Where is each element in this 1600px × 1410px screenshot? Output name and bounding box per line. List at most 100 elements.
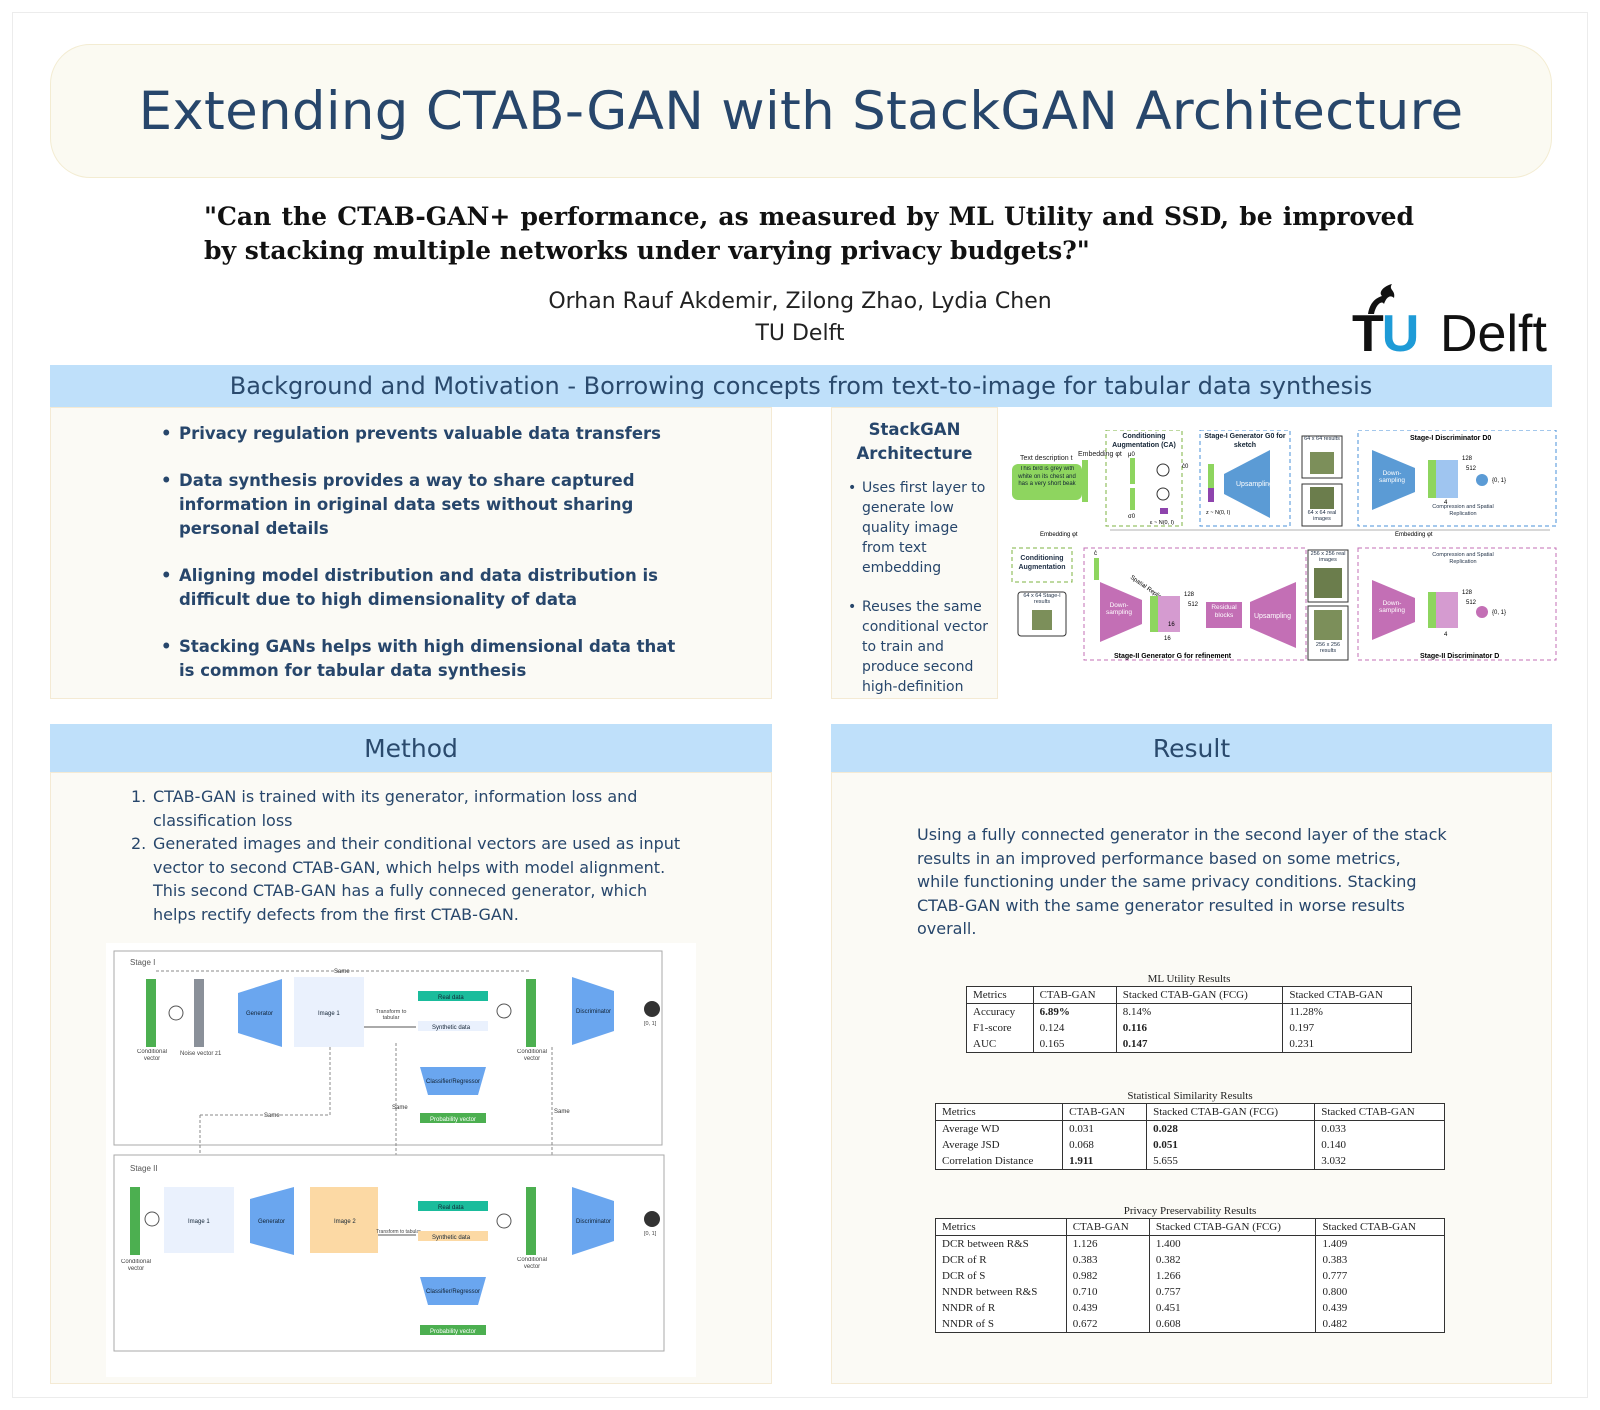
mfig-image1-box-2	[164, 1187, 234, 1253]
fig-residual: Residual blocks	[1211, 604, 1237, 619]
mfig-prob-1	[420, 1113, 486, 1123]
mfig-generator-2-label: Generator	[258, 1219, 285, 1225]
fig-text-desc: This bird is grey with white on its ches…	[1018, 466, 1076, 487]
background-panel: Privacy regulation prevents valuable dat…	[50, 407, 772, 699]
fig-bird-image-1	[1310, 452, 1334, 474]
table-caption: Privacy Preservability Results	[1123, 1205, 1257, 1217]
mfig-image1-box	[294, 977, 364, 1047]
fig-mu-bar	[1130, 458, 1135, 484]
fig-downsampling-3	[1372, 580, 1415, 640]
fig-downsampling-2	[1100, 582, 1142, 642]
mfig-transform-2: Transform to tabular	[376, 1229, 421, 1235]
list-item: Uses first layer to generate low quality…	[848, 478, 991, 578]
fig-z: z ~ N(0, I)	[1206, 510, 1230, 516]
fig-ca2: Conditioning Augmentation	[1018, 555, 1066, 571]
fig-n128-b: 128	[1184, 592, 1195, 598]
fig-results64: 64 x 64 results	[1304, 436, 1340, 442]
list-item: Aligning model distribution and data dis…	[161, 564, 681, 612]
fig-compress-1: Compression and Spatial Replication	[1432, 504, 1494, 517]
fig-eps-bar	[1160, 508, 1168, 514]
mfig-stage2: Stage II	[130, 1164, 158, 1173]
fig-real256: 256 x 256 real images	[1310, 551, 1346, 563]
mfig-cond-bar-3	[130, 1187, 140, 1255]
poster-title: Extending CTAB-GAN with StackGAN Archite…	[138, 80, 1464, 142]
fig-g0-box	[1199, 430, 1291, 527]
fig-n16-a: 16	[1168, 622, 1175, 628]
fig-cube-3-green	[1428, 592, 1436, 628]
mfig-image1-2: Image 1	[188, 1219, 210, 1225]
mfig-generator-1	[238, 979, 282, 1047]
mfig-image2-box	[310, 1187, 378, 1253]
list-item: Data synthesis provides a way to share c…	[161, 469, 681, 541]
mfig-synth-2-label: Synthetic data	[432, 1235, 471, 1241]
mfig-noise-bar	[194, 979, 204, 1047]
mfig-discriminator-1-label: Discriminator	[576, 1009, 611, 1015]
fig-cube-2-green	[1150, 596, 1158, 632]
fig-downsampling-1	[1372, 450, 1415, 510]
fig-n16-b: 16	[1164, 636, 1171, 642]
mfig-stage1-box	[113, 950, 663, 1146]
fig-bird-image-4	[1314, 568, 1342, 598]
background-heading: Background and Motivation - Borrowing co…	[50, 365, 1552, 407]
fig-eps: ε ~ N(0, I)	[1150, 520, 1174, 526]
mfig-discriminator-2-label: Discriminator	[576, 1219, 611, 1225]
method-heading: Method	[50, 724, 772, 772]
fig-c0: ĉ0	[1182, 464, 1189, 470]
fig-bird-image-2	[1310, 487, 1334, 509]
mfig-plus-icon-1	[168, 1005, 184, 1021]
fig-d-title: Stage-II Discriminator D	[1420, 653, 1499, 660]
authors-block: Orhan Rauf Akdemir, Zilong Zhao, Lydia C…	[0, 286, 1600, 350]
fig-downsampling-2-label: Down-sampling	[1105, 602, 1132, 616]
stackgan-architecture-figure: Text description t This bird is grey wit…	[1011, 430, 1557, 661]
mfig-classifier-2-label: Classifier/Regressor	[426, 1289, 480, 1295]
method-panel: 1.CTAB-GAN is trained with its generator…	[50, 772, 772, 1384]
mfig-prob-2	[420, 1325, 486, 1335]
background-bullets: Privacy regulation prevents valuable dat…	[161, 422, 681, 706]
mfig-discriminator-1	[572, 977, 614, 1045]
fig-n512-b: 512	[1188, 602, 1199, 608]
fig-z-bar	[1208, 488, 1214, 502]
mfig-cond-3: Conditional vector	[120, 1259, 152, 1272]
research-question: "Can the CTAB-GAN+ performance, as measu…	[204, 202, 1414, 265]
logo-delft: Delft	[1440, 305, 1547, 363]
fig-ca-box	[1105, 430, 1183, 527]
fig-out-2: {0, 1}	[1492, 610, 1506, 616]
mfig-cond-2: Conditional vector	[516, 1049, 548, 1062]
mfig-plus-icon-3	[144, 1211, 160, 1227]
fig-g0-title: Stage-I Generator G0 for sketch	[1204, 433, 1286, 449]
fig-stage1res: 64 x 64 Stage-I results	[1023, 593, 1061, 605]
mfig-classifier-1-label: Classifier/Regressor	[426, 1079, 480, 1085]
fig-embedding: Embedding φt	[1078, 451, 1122, 458]
mfig-real-1-label: Real data	[438, 995, 464, 1001]
fig-ca-title: Conditioning Augmentation (CA)	[1112, 433, 1176, 449]
title-box: Extending CTAB-GAN with StackGAN Archite…	[50, 44, 1552, 178]
fig-g-box	[1083, 547, 1307, 661]
mfig-generator-1-label: Generator	[246, 1011, 273, 1017]
mfig-prob-1-label: Probability vector	[430, 1117, 476, 1123]
fig-sigma: σ0	[1128, 514, 1136, 520]
fig-plus-icon	[1156, 463, 1170, 477]
mfig-cond-bar-4	[526, 1187, 536, 1255]
fig-n128-a: 128	[1462, 456, 1473, 462]
method-steps: 1.CTAB-GAN is trained with its generator…	[121, 785, 681, 926]
mfig-plus-icon-2	[496, 1003, 512, 1019]
fig-real64-box	[1301, 483, 1343, 527]
fig-results64-box	[1301, 435, 1343, 479]
fig-text-desc-label: Text description t	[1020, 455, 1073, 462]
stackgan-title: StackGAN Architecture	[856, 420, 973, 463]
mfig-cond-bar-2	[526, 979, 536, 1047]
fig-res256-box	[1307, 605, 1349, 661]
fig-stage1res-box	[1017, 591, 1067, 637]
